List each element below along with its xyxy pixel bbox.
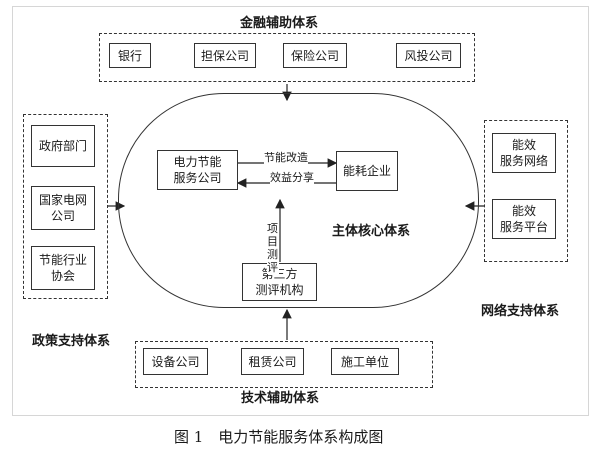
retrofit-label: 节能改造 xyxy=(264,149,308,165)
network-system-title: 网络支持体系 xyxy=(481,304,560,319)
core-system-title: 主体核心体系 xyxy=(332,224,411,239)
policy-system-title: 政策支持体系 xyxy=(32,334,111,349)
industry-association-box: 节能行业 协会 xyxy=(31,246,95,290)
energy-consumer-box: 能耗企业 xyxy=(336,151,398,191)
guarantee-company-box: 担保公司 xyxy=(194,43,256,68)
benefit-label: 效益分享 xyxy=(270,169,314,185)
bank-box: 银行 xyxy=(109,43,151,68)
leasing-company-box: 租赁公司 xyxy=(241,348,304,375)
evaluation-label: 项目测评 xyxy=(267,222,279,274)
finance-system-title: 金融辅助体系 xyxy=(240,16,319,31)
efficiency-platform-box: 能效 服务平台 xyxy=(492,199,556,239)
third-party-box: 第三方 测评机构 xyxy=(242,263,317,301)
tech-system-group xyxy=(135,341,433,388)
state-grid-box: 国家电网 公司 xyxy=(31,186,95,230)
network-system-group xyxy=(484,120,568,262)
esco-box: 电力节能 服务公司 xyxy=(157,150,238,190)
equipment-company-box: 设备公司 xyxy=(143,348,208,375)
figure-caption: 图 1 电力节能服务体系构成图 xyxy=(174,428,384,446)
figure-frame xyxy=(12,6,589,416)
core-system-boundary xyxy=(118,93,479,308)
efficiency-network-box: 能效 服务网络 xyxy=(492,133,556,173)
policy-system-group xyxy=(23,114,108,299)
venture-capital-box: 风投公司 xyxy=(396,43,461,68)
finance-system-group xyxy=(99,33,475,82)
construction-unit-box: 施工单位 xyxy=(331,348,399,375)
tech-system-title: 技术辅助体系 xyxy=(241,391,320,406)
insurance-company-box: 保险公司 xyxy=(283,43,347,68)
government-box: 政府部门 xyxy=(31,125,95,167)
